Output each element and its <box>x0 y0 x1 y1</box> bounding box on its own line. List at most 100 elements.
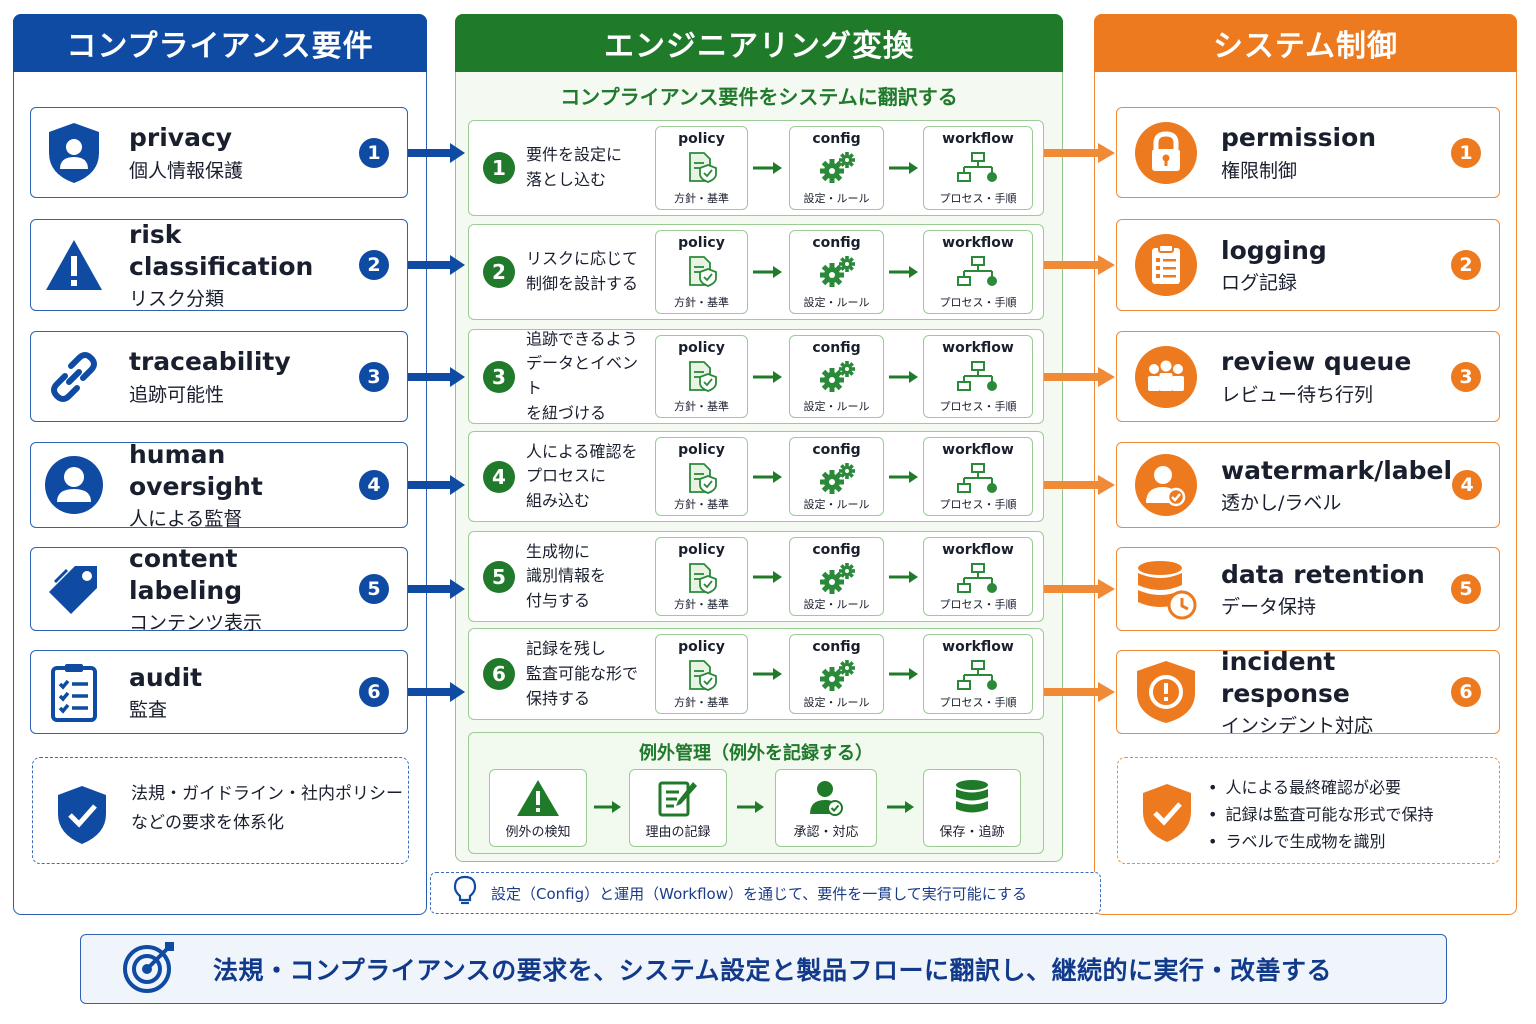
exception-arrow-3 <box>887 801 914 813</box>
requirement-number: 6 <box>359 677 389 707</box>
config-icon <box>817 659 857 697</box>
control-number: 4 <box>1452 470 1483 500</box>
controls-note-list: 人による最終確認が必要 記録は監査可能な形式で保持 ラベルで生成物を識別 <box>1222 774 1433 856</box>
control-title: permission <box>1221 123 1377 153</box>
requirement-subtitle: 個人情報保護 <box>129 159 244 182</box>
workflow-title: workflow <box>942 542 1014 558</box>
step-number: 5 <box>483 560 515 593</box>
workflow-subtitle: プロセス・手順 <box>939 498 1017 511</box>
requirement-arrow <box>408 474 466 496</box>
config-subtitle: 設定・ルール <box>803 192 870 205</box>
tip-text: 設定（Config）と運用（Workflow）を通じて、要件を一貫して実行可能に… <box>491 884 1027 903</box>
requirement-title: risk classification <box>129 220 314 281</box>
requirement-title: audit <box>129 662 203 692</box>
step-number: 1 <box>483 152 515 184</box>
config-icon <box>817 360 857 398</box>
controls-header: システム制御 <box>1094 14 1517 72</box>
requirement-subtitle: 追跡可能性 <box>129 383 225 406</box>
step-text: 要件を設定に 落とし込む <box>526 145 623 189</box>
tag-icon <box>39 560 109 618</box>
requirement-number: 1 <box>359 137 389 168</box>
clipboard-icon <box>1131 233 1201 297</box>
link-icon <box>39 348 109 406</box>
policy-icon <box>686 562 718 598</box>
requirement-subtitle: コンテンツ表示 <box>129 611 263 634</box>
exception-approve: 承認・対応 <box>775 769 877 847</box>
workflow-box: workflow プロセス・手順 <box>923 437 1033 516</box>
control-title: logging <box>1221 235 1327 265</box>
workflow-title: workflow <box>942 340 1014 356</box>
shield-check-icon <box>1140 782 1194 848</box>
footer-text: 法規・コンプライアンスの要求を、システム設定と製品フローに翻訳し、継続的に実行・… <box>213 956 1333 985</box>
policy-icon <box>686 360 718 396</box>
controls-note-item: 記録は監査可能な形式で保持 <box>1222 801 1433 828</box>
step-arrow <box>889 369 919 389</box>
requirement-arrow <box>408 681 466 703</box>
requirement-number: 4 <box>359 470 389 500</box>
control-arrow <box>1044 474 1116 496</box>
control-arrow <box>1044 681 1116 703</box>
control-number: 2 <box>1451 250 1481 280</box>
policy-subtitle: 方針・基準 <box>674 598 729 611</box>
exception-store: 保存・追跡 <box>923 769 1021 847</box>
warning-icon <box>39 238 109 292</box>
controls-note-item: ラベルで生成物を識別 <box>1222 828 1433 855</box>
step-text: 人による確認を プロセスに 組み込む <box>526 441 638 510</box>
policy-subtitle: 方針・基準 <box>674 400 729 413</box>
tip-box: 設定（Config）と運用（Workflow）を通じて、要件を一貫して実行可能に… <box>430 872 1101 914</box>
step-number: 6 <box>483 658 515 690</box>
step-number: 4 <box>483 460 515 493</box>
workflow-title: workflow <box>942 442 1014 458</box>
requirement-title: traceability <box>129 347 291 377</box>
step-text: リスクに応じて 制御を設計する <box>526 249 639 293</box>
checklist-icon <box>39 662 109 722</box>
alert-shield-icon <box>1131 659 1201 725</box>
policy-subtitle: 方針・基準 <box>674 296 729 309</box>
config-title: config <box>812 442 861 458</box>
workflow-icon <box>956 659 1000 695</box>
policy-icon <box>686 462 718 498</box>
workflow-subtitle: プロセス・手順 <box>939 598 1017 611</box>
requirement-card-4: human oversight 人による監督 4 <box>30 440 408 530</box>
requirement-title: human oversight <box>129 440 263 501</box>
exception-reason: 理由の記録 <box>629 769 727 847</box>
step-arrow <box>753 569 783 589</box>
workflow-box: workflow プロセス・手順 <box>923 537 1033 616</box>
step-arrow <box>889 469 919 489</box>
policy-subtitle: 方針・基準 <box>674 498 729 511</box>
exception-arrow-2 <box>737 801 764 813</box>
step-text: 追跡できるよう データとイベント を紐づける <box>526 328 639 423</box>
database-clock-icon <box>1131 557 1201 621</box>
exception-management: 例外管理（例外を記録する） 例外の検知 理由の記録 承認・対応 保存・追跡 <box>468 732 1044 854</box>
control-subtitle: ログ記録 <box>1221 272 1298 295</box>
step-number: 3 <box>483 360 515 393</box>
requirement-subtitle: 人による監督 <box>129 507 243 530</box>
requirements-header: コンプライアンス要件 <box>13 14 427 72</box>
workflow-subtitle: プロセス・手順 <box>939 696 1017 709</box>
exception-detect: 例外の検知 <box>489 769 587 847</box>
workflow-icon <box>956 360 1000 396</box>
control-arrow <box>1044 578 1116 600</box>
lock-icon <box>1131 121 1201 185</box>
step-arrow <box>889 569 919 589</box>
requirement-subtitle: 監査 <box>129 699 168 722</box>
